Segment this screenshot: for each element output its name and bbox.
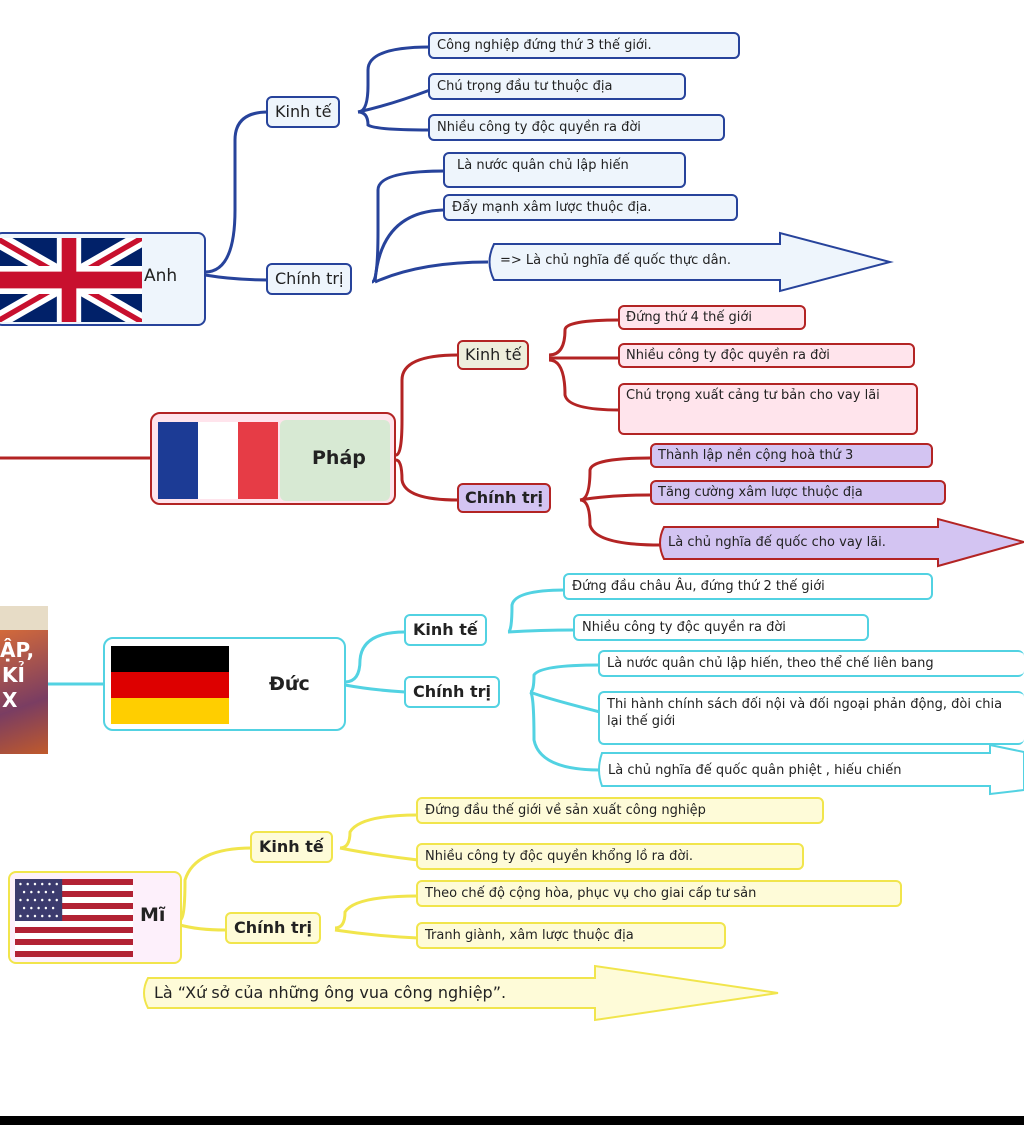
usa-economy-label: Kinh tế [250,831,333,863]
usa-node: Mĩ [8,871,182,964]
germany-politics-item: Thi hành chính sách đối nội và đối ngoại… [598,691,1024,745]
usa-flag [15,879,133,957]
usa-economy-item: Nhiều công ty độc quyền khổng lồ ra đời. [416,843,804,870]
usa-name: Mĩ [140,904,166,926]
germany-conclusion-arrow [598,743,1024,796]
uk-economy-item: Công nghiệp đứng thứ 3 thế giới. [428,32,740,59]
uk-connectors [204,45,489,284]
germany-connectors [48,588,601,772]
france-economy-item: Chú trọng xuất cảng tư bản cho vay lãi [618,383,918,435]
usa-economy-item: Đứng đầu thế giới về sản xuất công nghiệ… [416,797,824,824]
france-politics-item: Thành lập nền cộng hoà thứ 3 [650,443,933,468]
uk-economy-item: Nhiều công ty độc quyền ra đời [428,114,725,141]
cover-text: X [2,688,18,712]
germany-politics-label: Chính trị [404,676,500,708]
uk-conclusion: => Là chủ nghĩa đế quốc thực dân. [500,253,732,268]
uk-flag [0,238,142,322]
france-conclusion-arrow [659,517,1024,568]
uk-name: Anh [144,266,178,286]
germany-economy-item: Đứng đầu châu Âu, đứng thứ 2 thế giới [563,573,933,600]
usa-connectors [179,813,419,940]
usa-politics-item: Tranh giành, xâm lược thuộc địa [416,922,726,949]
germany-politics-item: Là nước quân chủ lập hiến, theo thể chế … [598,650,1024,677]
uk-politics-item: Là nước quân chủ lập hiến [443,152,686,188]
usa-conclusion-arrow [143,964,779,1022]
uk-node: Anh [0,232,206,326]
uk-politics-label: Chính trị [266,263,353,295]
france-politics-label: Chính trị [457,483,551,513]
germany-node: Đức [103,637,346,731]
germany-flag [111,646,229,724]
germany-economy-label: Kinh tế [404,614,487,646]
usa-politics-label: Chính trị [225,912,321,944]
france-name-panel [280,420,390,501]
germany-conclusion: Là chủ nghĩa đế quốc quân phiệt , hiếu c… [608,763,902,778]
cover-text: KỈ [2,663,25,687]
usa-conclusion: Là “Xứ sở của những ông vua công nghiệp”… [154,983,507,1002]
france-name: Pháp [312,447,366,469]
cover-image-fragment: ẬP, KỈ X [0,606,48,754]
uk-economy-item: Chú trọng đầu tư thuộc địa [428,73,686,100]
uk-economy-label: Kinh tế [266,96,341,128]
france-node: Pháp [150,412,396,505]
france-economy-item: Đứng thứ 4 thế giới [618,305,806,330]
cover-text: ẬP, [0,638,35,662]
germany-name: Đức [269,673,310,695]
germany-economy-item: Nhiều công ty độc quyền ra đời [573,614,869,641]
uk-politics-item: Đẩy mạnh xâm lược thuộc địa. [443,194,738,221]
france-connectors [0,318,661,547]
france-conclusion: Là chủ nghĩa đế quốc cho vay lãi. [668,535,886,550]
bottom-bar [0,1116,1024,1125]
france-economy-item: Nhiều công ty độc quyền ra đời [618,343,915,368]
france-economy-label: Kinh tế [457,340,530,370]
france-flag [158,422,278,499]
usa-politics-item: Theo chế độ cộng hòa, phục vụ cho giai c… [416,880,902,907]
uk-conclusion-arrow [488,231,894,293]
france-politics-item: Tăng cường xâm lược thuộc địa [650,480,946,505]
